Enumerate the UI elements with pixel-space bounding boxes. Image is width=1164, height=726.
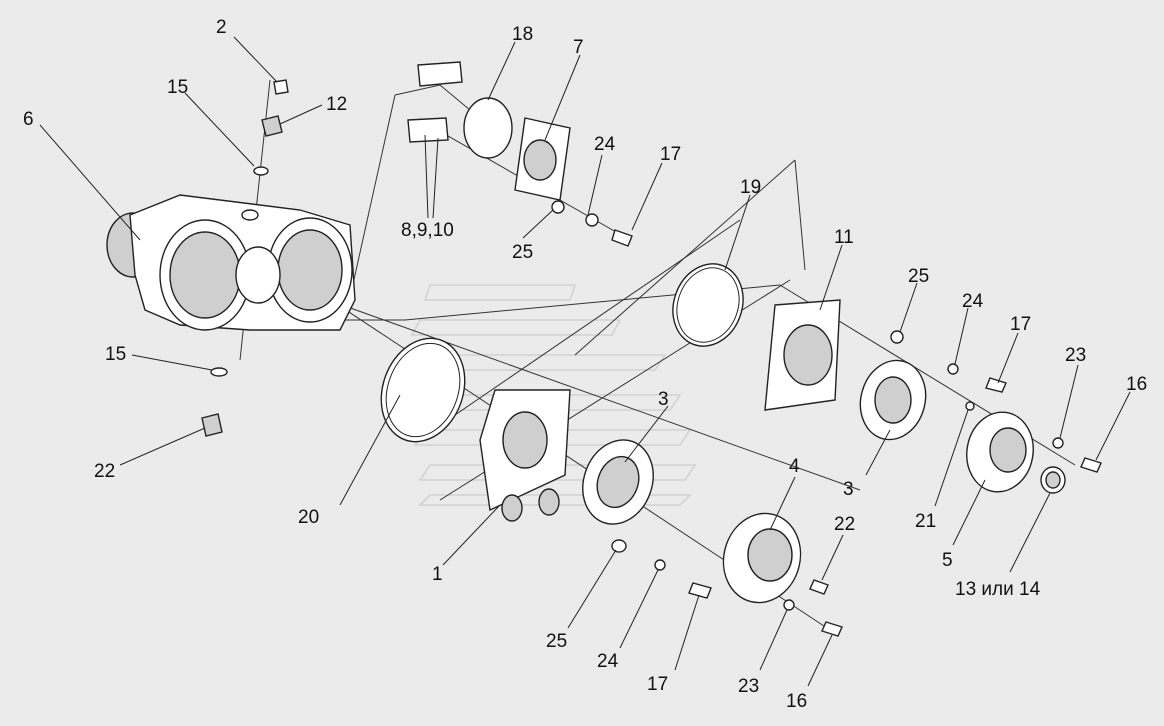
callout-21: 21 [915,511,936,532]
callout-4: 4 [789,456,800,477]
callout-23-bottom: 23 [738,676,759,697]
callout-7: 7 [573,37,584,58]
callout-18: 18 [512,24,533,45]
gasket-part-3-right [859,359,927,441]
flange-part-1 [479,389,571,522]
callout-1: 1 [432,564,443,585]
callout-2: 2 [216,17,227,38]
callout-22-right: 22 [834,514,855,535]
gasket-part-3-left [582,439,654,525]
hardware-right [890,330,1102,473]
cover-part-7 [514,117,571,201]
callout-25-right: 25 [908,266,929,287]
callout-6: 6 [23,109,34,130]
callout-20: 20 [298,507,319,528]
cover-part-4 [722,512,802,604]
flange-part-11 [764,299,841,411]
callout-3-right: 3 [843,479,854,500]
callout-12: 12 [326,94,347,115]
leader-lines [39,36,1131,687]
callout-17-bottom: 17 [647,674,668,695]
callout-15-bottom: 15 [105,344,126,365]
callout-17-top: 17 [660,144,681,165]
callout-16-bottom: 16 [786,691,807,712]
callouts: 2 15 12 6 15 22 18 7 8,9,10 25 24 17 19 … [23,17,1147,712]
callout-15-top: 15 [167,77,188,98]
callout-23-right: 23 [1065,345,1086,366]
callout-3-left: 3 [658,389,669,410]
callout-22-left: 22 [94,461,115,482]
housing-part-6 [106,194,356,331]
callout-25-top: 25 [512,242,533,263]
o-ring-part-19 [672,263,744,347]
callout-17-right: 17 [1010,314,1031,335]
callout-25-bottom: 25 [546,631,567,652]
callout-24-bottom: 24 [597,651,619,672]
shims-part-8-9-10 [407,61,463,143]
callout-8-9-10: 8,9,10 [401,220,454,241]
callout-13-or-14: 13 или 14 [955,579,1041,600]
callout-5: 5 [942,550,953,571]
cap-part-5 [966,411,1034,493]
callout-24-top: 24 [594,134,616,155]
o-ring-part-18 [463,97,513,159]
callout-19: 19 [740,177,761,198]
hardware-top [551,200,633,247]
seal-part-13-14 [1040,466,1066,494]
hardware-bottom [611,539,843,637]
callout-16-right: 16 [1126,374,1147,395]
o-ring-part-20 [380,337,466,443]
drain-plug-stack-top [253,79,289,176]
callout-11: 11 [834,227,854,248]
callout-24-right: 24 [962,291,984,312]
drain-plug-stack-bottom [201,367,228,437]
